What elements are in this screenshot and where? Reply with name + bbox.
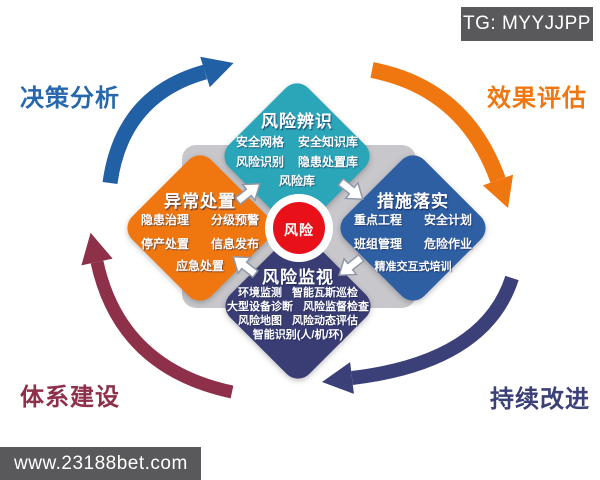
diamond-item: 环境监测 [238, 287, 282, 299]
cycle-arrow-bottom-left [81, 232, 234, 399]
diamond-item: 隐患治理 [140, 213, 189, 227]
diamond-item: 危险作业 [424, 237, 473, 251]
diamond-item-row: 精准交互式培训 [375, 258, 452, 274]
arrowhead-icon [322, 362, 354, 394]
diamond-item: 安全网格 [235, 135, 284, 149]
diamond-measure-implementation [340, 155, 486, 301]
corner-label-decision-analysis: 决策分析 [20, 84, 120, 112]
flow-arrow-left-to-top-icon [234, 182, 261, 206]
corner-label-continuous-improvement: 持续改进 [490, 385, 590, 413]
center-risk-badge [273, 202, 325, 254]
diamond-item: 安全计划 [424, 213, 473, 227]
diamond-title-measure-implementation: 措施落实 [377, 192, 449, 211]
diamond-item: 精准交互式培训 [374, 261, 452, 273]
diamond-item-row: 风险库 [279, 172, 315, 189]
cycle-arrow-bottom-right [322, 275, 519, 394]
diamond-item: 停产处置 [140, 237, 189, 251]
diamond-item: 风险动态评估 [292, 315, 358, 327]
corner-label-system-construction: 体系建设 [20, 384, 120, 411]
diamond-item-row: 应急处置 [176, 257, 224, 274]
site-watermark: www.23188bet.com [0, 447, 201, 480]
diamond-title-risk-identification: 风险辨识 [261, 112, 333, 131]
diamond-item-row: 班组管理 危险作业 [354, 235, 472, 252]
diamond-item-row: 隐患治理 分级预警 [141, 211, 259, 228]
diamond-risk-monitoring [225, 233, 371, 379]
diamond-item: 班组管理 [353, 237, 402, 251]
diamond-item: 隐患处置库 [298, 155, 359, 169]
diamond-item: 重点工程 [353, 213, 402, 227]
arrowhead-icon [200, 56, 234, 88]
diamond-item-row: 停产处置 信息发布 [141, 235, 259, 252]
cycle-arrow-top-left [102, 56, 234, 185]
diamond-title-risk-monitoring: 风险监视 [262, 268, 334, 287]
flow-arrow-bottom-to-left-icon [232, 255, 259, 279]
diamond-item-row: 安全网格 安全知识库 [236, 133, 358, 150]
diamond-item-row: 风险地图 风险动态评估 [238, 312, 358, 328]
diamond-item: 大型设备诊断 [227, 301, 293, 313]
diamond-item-row: 大型设备诊断 风险监督检查 [227, 298, 369, 314]
diamond-item-row: 智能识别(人/机/环) [253, 326, 343, 342]
diamond-item-row: 环境监测 智能瓦斯巡检 [238, 284, 358, 300]
diamond-item: 安全知识库 [298, 135, 359, 149]
diamond-item-row: 风险识别 隐患处置库 [236, 153, 358, 170]
diamond-item: 信息发布 [211, 237, 260, 251]
diamond-item: 风险库 [278, 174, 316, 188]
cycle-arrow-top-right [370, 62, 514, 208]
diamond-risk-identification [224, 83, 370, 229]
diamond-item: 分级预警 [211, 213, 260, 227]
diamond-item: 风险监督检查 [303, 301, 369, 313]
telegram-watermark: TG: MYYJJPP [461, 7, 593, 41]
diamond-item: 风险地图 [238, 315, 282, 327]
center-risk-label: 风险 [284, 222, 314, 238]
diamond-title-abnormal-handling: 异常处置 [164, 192, 236, 211]
corner-label-effect-evaluation: 效果评估 [487, 84, 587, 112]
arrowhead-icon [81, 232, 113, 266]
diamond-item: 风险识别 [235, 155, 284, 169]
diamond-item-row: 重点工程 安全计划 [354, 211, 472, 228]
diamond-item: 智能瓦斯巡检 [292, 287, 358, 299]
diamond-item: 应急处置 [175, 259, 225, 273]
flow-arrow-right-to-bottom-icon [338, 253, 365, 277]
flow-arrow-top-to-right-icon [337, 177, 364, 201]
arrowhead-icon [482, 174, 514, 208]
diamond-item: 智能识别(人/机/环) [252, 329, 344, 341]
